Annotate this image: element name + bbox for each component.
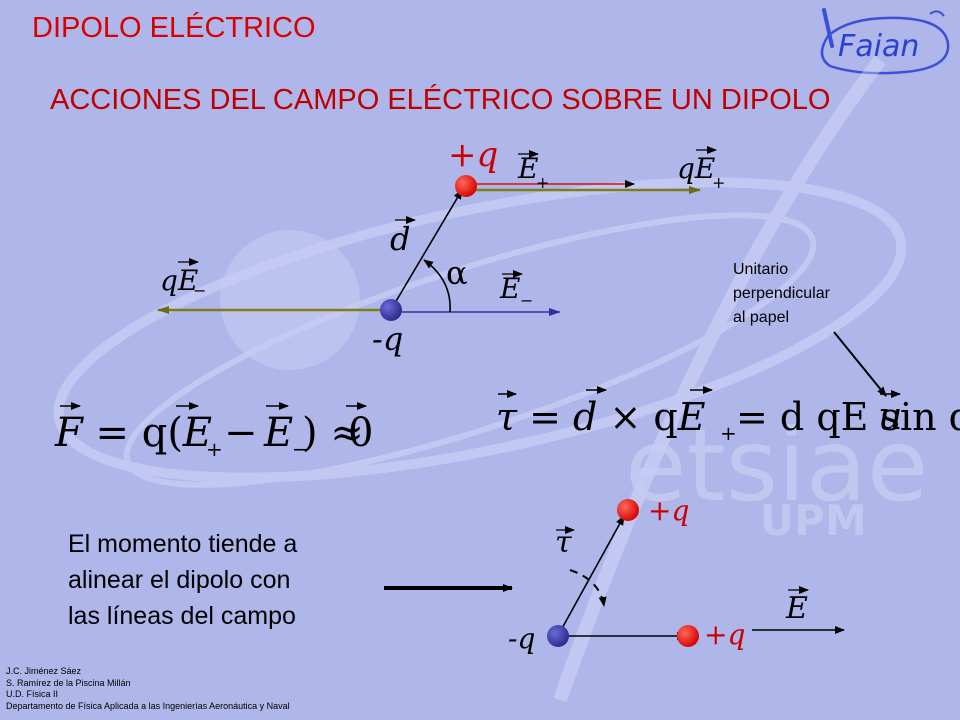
label-qE-minus: qE −	[160, 258, 206, 300]
rotation-arc	[569, 569, 607, 607]
slide-title: DIPOLO ELÉCTRICO	[32, 12, 316, 44]
bottom-dipole-vector	[559, 515, 625, 633]
label-alpha: α	[446, 254, 468, 292]
bottom-label-tau: τ	[555, 525, 575, 560]
svg-text:0: 0	[348, 410, 373, 456]
dipole-vector	[391, 189, 463, 309]
svg-text:+: +	[712, 173, 725, 192]
svg-text:E: E	[785, 591, 808, 626]
svg-text:E: E	[263, 410, 293, 456]
svg-text:−: −	[292, 437, 309, 461]
bottom-label-minus-q: -q	[508, 622, 535, 655]
negative-charge	[380, 299, 402, 321]
positive-charge	[455, 175, 477, 197]
slide-subtitle: ACCIONES DEL CAMPO ELÉCTRICO SOBRE UN DI…	[50, 84, 831, 116]
bottom-label-E: E	[785, 586, 809, 626]
svg-text:qE: qE	[677, 152, 715, 185]
bottom-label-plus-q-initial: +q	[648, 494, 689, 527]
svg-text:+: +	[720, 421, 737, 445]
svg-text:−: −	[193, 281, 206, 300]
watermark-sub: UPM	[760, 496, 867, 545]
force-equation: F = q(E + − E − ) ≈ 0	[54, 402, 373, 461]
svg-text:qE: qE	[160, 264, 198, 297]
unit-vector-arrow	[880, 390, 901, 398]
moment-explanation: El momento tiende a alinear el dipolo co…	[68, 530, 298, 630]
credits: J.C. Jiménez Sáez S. Ramírez de la Pisci…	[6, 666, 290, 711]
label-d: d	[390, 216, 416, 258]
label-minus-q: -q	[372, 320, 403, 358]
bottom-positive-charge-initial	[617, 499, 639, 521]
angle-arc	[423, 259, 451, 313]
svg-text:) ≈: ) ≈	[302, 410, 364, 456]
svg-text:= d qE sin α: = d qE sin α	[736, 395, 960, 439]
unit-vector-note: Unitario perpendicular al papel	[733, 261, 830, 326]
label-E-plus: E +	[517, 150, 549, 192]
watermark-sphere	[220, 230, 360, 370]
svg-text:−: −	[520, 291, 533, 310]
svg-text:d: d	[390, 220, 410, 258]
bottom-label-plus-q-final: +q	[704, 618, 745, 651]
svg-text:F = q(E: F = q(E	[54, 410, 212, 456]
svg-text:E: E	[517, 152, 538, 185]
svg-text:τ = d × qE: τ = d × qE	[496, 395, 706, 439]
label-plus-q: +q	[448, 135, 498, 175]
svg-text:+: +	[536, 173, 549, 192]
svg-text:+: +	[206, 437, 223, 461]
bottom-positive-charge-final	[677, 625, 699, 647]
svg-text:−: −	[224, 410, 258, 456]
label-qE-plus: qE +	[677, 146, 725, 192]
logo-text: Faian	[838, 29, 919, 64]
svg-text:τ: τ	[555, 525, 572, 560]
label-E-minus: E −	[499, 270, 533, 310]
svg-text:E: E	[499, 272, 520, 305]
faian-logo: Faian	[820, 8, 950, 75]
unit-vector-u: u	[878, 394, 903, 438]
bottom-negative-charge	[547, 625, 569, 647]
